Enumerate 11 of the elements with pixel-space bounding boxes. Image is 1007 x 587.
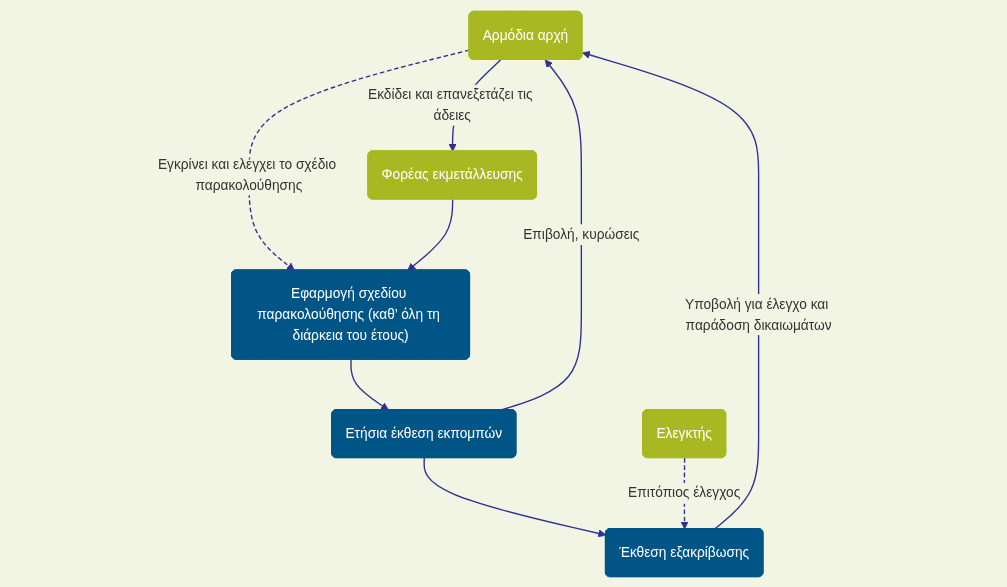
edge-label: Εκδίδει και επανεξετάζει τις άδειες	[367, 85, 533, 123]
arrow	[407, 198, 454, 271]
edge-label: Επιβολή, κυρώσεις	[522, 225, 640, 242]
edge-label: Εγκρίνει και ελέγχει το σχέδιο παρακολούθησης	[157, 155, 336, 192]
arrow	[423, 456, 606, 537]
edge-label: Επιτόπιος έλεγχος	[627, 484, 741, 500]
edge-label: Υποβολή για έλεγχο και παράδοση δικαιωμάτων	[684, 295, 832, 332]
arrow	[349, 358, 389, 410]
arrow	[247, 48, 470, 271]
arrow	[581, 50, 760, 530]
arrow	[680, 456, 689, 529]
